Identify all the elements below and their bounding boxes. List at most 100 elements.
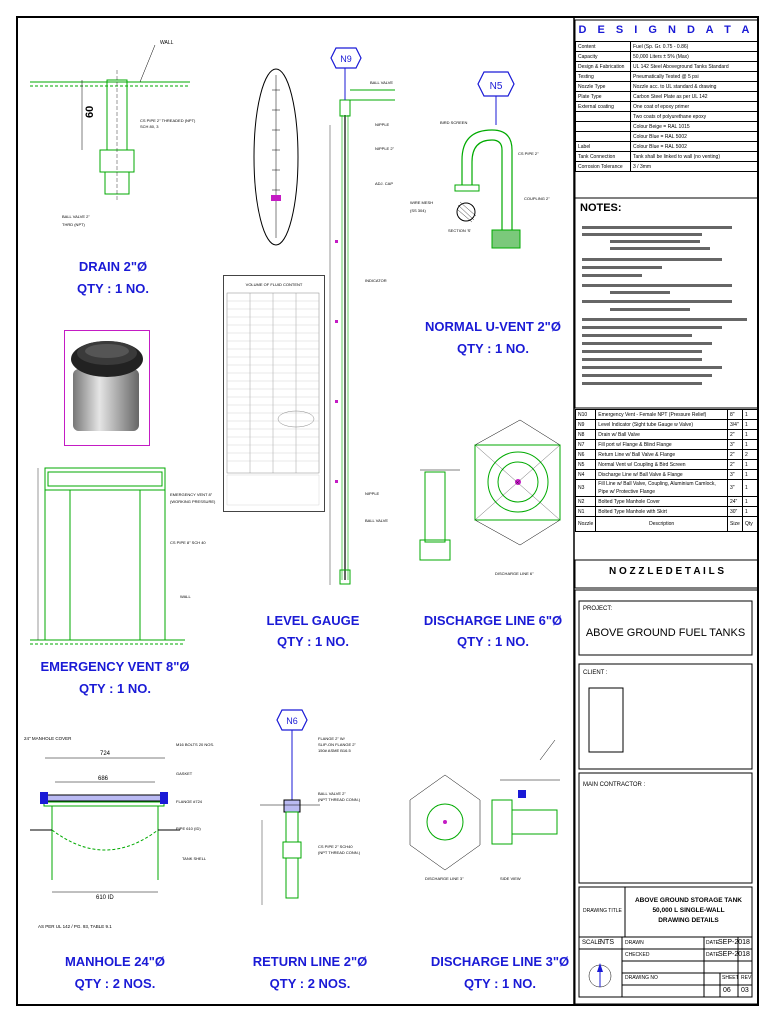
nozzle-header-col_size: Size xyxy=(727,516,743,532)
design-data-heading: D E S I G N D A T A xyxy=(578,24,754,36)
svg-text:WALL: WALL xyxy=(160,40,174,46)
design-data-key: Plate Type xyxy=(575,91,631,102)
design-data-value: Tank shall be linked to wall (no venting… xyxy=(630,151,758,162)
nozzle-qty: 1 xyxy=(742,439,758,450)
drawn-label: DRAWN xyxy=(625,940,644,946)
design-data-key: Content xyxy=(575,41,631,52)
svg-text:BIRD SCREEN: BIRD SCREEN xyxy=(440,120,467,125)
svg-text:N5: N5 xyxy=(490,81,503,92)
sheet-frame xyxy=(16,16,759,1006)
svg-text:(SS 304): (SS 304) xyxy=(410,208,426,213)
u-vent-title: NORMAL U-VENT 2"Ø xyxy=(425,319,561,334)
nozzle-size: 3" xyxy=(727,439,743,450)
project-name: ABOVE GROUND FUEL TANKS xyxy=(585,627,746,639)
svg-text:GASKET: GASKET xyxy=(176,771,193,776)
discharge6-detail: DISCHARGE LINE 6" xyxy=(419,419,561,576)
return-line-title: RETURN LINE 2"Ø xyxy=(252,954,368,969)
nozzle-size: 3/4" xyxy=(727,419,743,430)
nozzle-qty: 1 xyxy=(742,459,758,470)
design-data-row: Colour Blue = RAL 5002 xyxy=(575,131,758,142)
discharge3-detail: DISCHARGE LINE 3" SIDE VIEW xyxy=(409,739,560,881)
nozzle-id: N8 xyxy=(574,429,597,440)
volume-table: VOLUME OF FLUID CONTENT xyxy=(223,275,325,512)
svg-text:ADJ. CAP: ADJ. CAP xyxy=(375,181,393,186)
date-value-2: SEP-2018 xyxy=(718,951,750,958)
nozzle-size: 2" xyxy=(727,429,743,440)
design-data-value: UL 142 Steel Aboveground Tanks Standard xyxy=(630,61,758,72)
svg-text:610 ID: 610 ID xyxy=(96,895,114,901)
nozzle-description: Level Indicator (Sight tube Gauge w Valv… xyxy=(595,419,728,430)
svg-text:CS PIPE 2": CS PIPE 2" xyxy=(518,151,539,156)
svg-text:WIRE MESH: WIRE MESH xyxy=(410,200,433,205)
design-data-value: Pneumatically Tested @ 5 psi xyxy=(630,71,758,82)
svg-text:M16 BOLTS 20 NOS.: M16 BOLTS 20 NOS. xyxy=(176,742,214,747)
nozzle-id: N3 xyxy=(574,479,597,497)
svg-text:724: 724 xyxy=(100,751,111,757)
svg-text:TANK SHELL: TANK SHELL xyxy=(182,856,207,861)
svg-text:(WORKING PRESSURE): (WORKING PRESSURE) xyxy=(170,499,216,504)
nozzle-id: N5 xyxy=(574,459,597,470)
rev-value: 03 xyxy=(741,987,749,994)
date-value-1: SEP-2018 xyxy=(718,939,750,946)
date-label-1: DATE xyxy=(706,940,719,946)
client-label: CLIENT : xyxy=(583,670,608,676)
date-label-2: DATE xyxy=(706,952,719,958)
svg-text:SIDE VIEW: SIDE VIEW xyxy=(500,876,521,881)
n9-tag: N9 xyxy=(330,47,362,69)
svg-text:N9: N9 xyxy=(340,54,352,64)
emergency-vent-qty: QTY : 1 NO. xyxy=(79,681,151,696)
nozzle-qty: 1 xyxy=(742,496,758,507)
project-label: PROJECT: xyxy=(583,606,613,612)
discharge6-title: DISCHARGE LINE 6"Ø xyxy=(423,613,563,628)
drain-qty: QTY : 1 NO. xyxy=(77,281,149,296)
svg-text:COUPLING 2": COUPLING 2" xyxy=(524,196,550,201)
u-vent-qty: QTY : 1 NO. xyxy=(457,341,529,356)
design-data-key: Corrosion Tolerance xyxy=(575,161,631,172)
manhole-title: MANHOLE 24"Ø xyxy=(64,954,166,969)
discharge3-qty: QTY : 1 NO. xyxy=(464,976,536,991)
svg-text:WALL: WALL xyxy=(180,594,192,599)
nozzle-size: 3" xyxy=(727,469,743,480)
nozzle-size: 24" xyxy=(727,496,743,507)
design-data-key: Label xyxy=(575,141,631,152)
svg-text:SECTION 'S': SECTION 'S' xyxy=(448,228,471,233)
drawing-title-line2: 50,000 L SINGLE-WALL xyxy=(652,907,725,914)
svg-text:PIPE 610 (ID): PIPE 610 (ID) xyxy=(176,826,201,831)
svg-text:FLANGE 2" W/: FLANGE 2" W/ xyxy=(318,736,346,741)
svg-text:SLIP-ON FLANGE 2": SLIP-ON FLANGE 2" xyxy=(318,742,356,747)
notes-heading: NOTES: xyxy=(580,202,622,214)
svg-text:SCH 80, 3: SCH 80, 3 xyxy=(140,124,159,129)
design-data-key: Nozzle Type xyxy=(575,81,631,92)
nozzle-qty: 1 xyxy=(742,469,758,480)
nozzle-description: Return Line w/ Ball Valve & Flange xyxy=(595,449,728,460)
drawing-title-line3: DRAWING DETAILS xyxy=(658,917,719,924)
design-data-key: External coating xyxy=(575,101,631,112)
drain-detail: WALL 60 CS PIPE 2" THREADED (NPT) SCH 80… xyxy=(30,40,196,227)
return-line-detail: N6 FLANGE 2" W/ SLIP-ON FLANGE 2" 150# A… xyxy=(260,709,361,905)
nozzle-size: 8" xyxy=(727,409,743,420)
design-data-value: Carbon Steel Plate as per UL 142 xyxy=(630,91,758,102)
emergency-vent-title: EMERGENCY VENT 8"Ø xyxy=(40,659,190,674)
scale-label: SCALE xyxy=(582,940,602,946)
svg-text:NIPPLE 2": NIPPLE 2" xyxy=(375,146,395,151)
nozzle-header-col_nozzle: Nozzle xyxy=(574,516,597,532)
discharge3-title: DISCHARGE LINE 3"Ø xyxy=(430,954,570,969)
svg-text:DISCHARGE LINE 6": DISCHARGE LINE 6" xyxy=(495,571,534,576)
nozzle-qty: 1 xyxy=(742,429,758,440)
nozzle-details-heading: N O Z Z L E D E T A I L S xyxy=(608,566,724,577)
sheet-value: 06 xyxy=(723,987,731,994)
svg-text:CS PIPE 2" THREADED (NPT): CS PIPE 2" THREADED (NPT) xyxy=(140,118,196,123)
